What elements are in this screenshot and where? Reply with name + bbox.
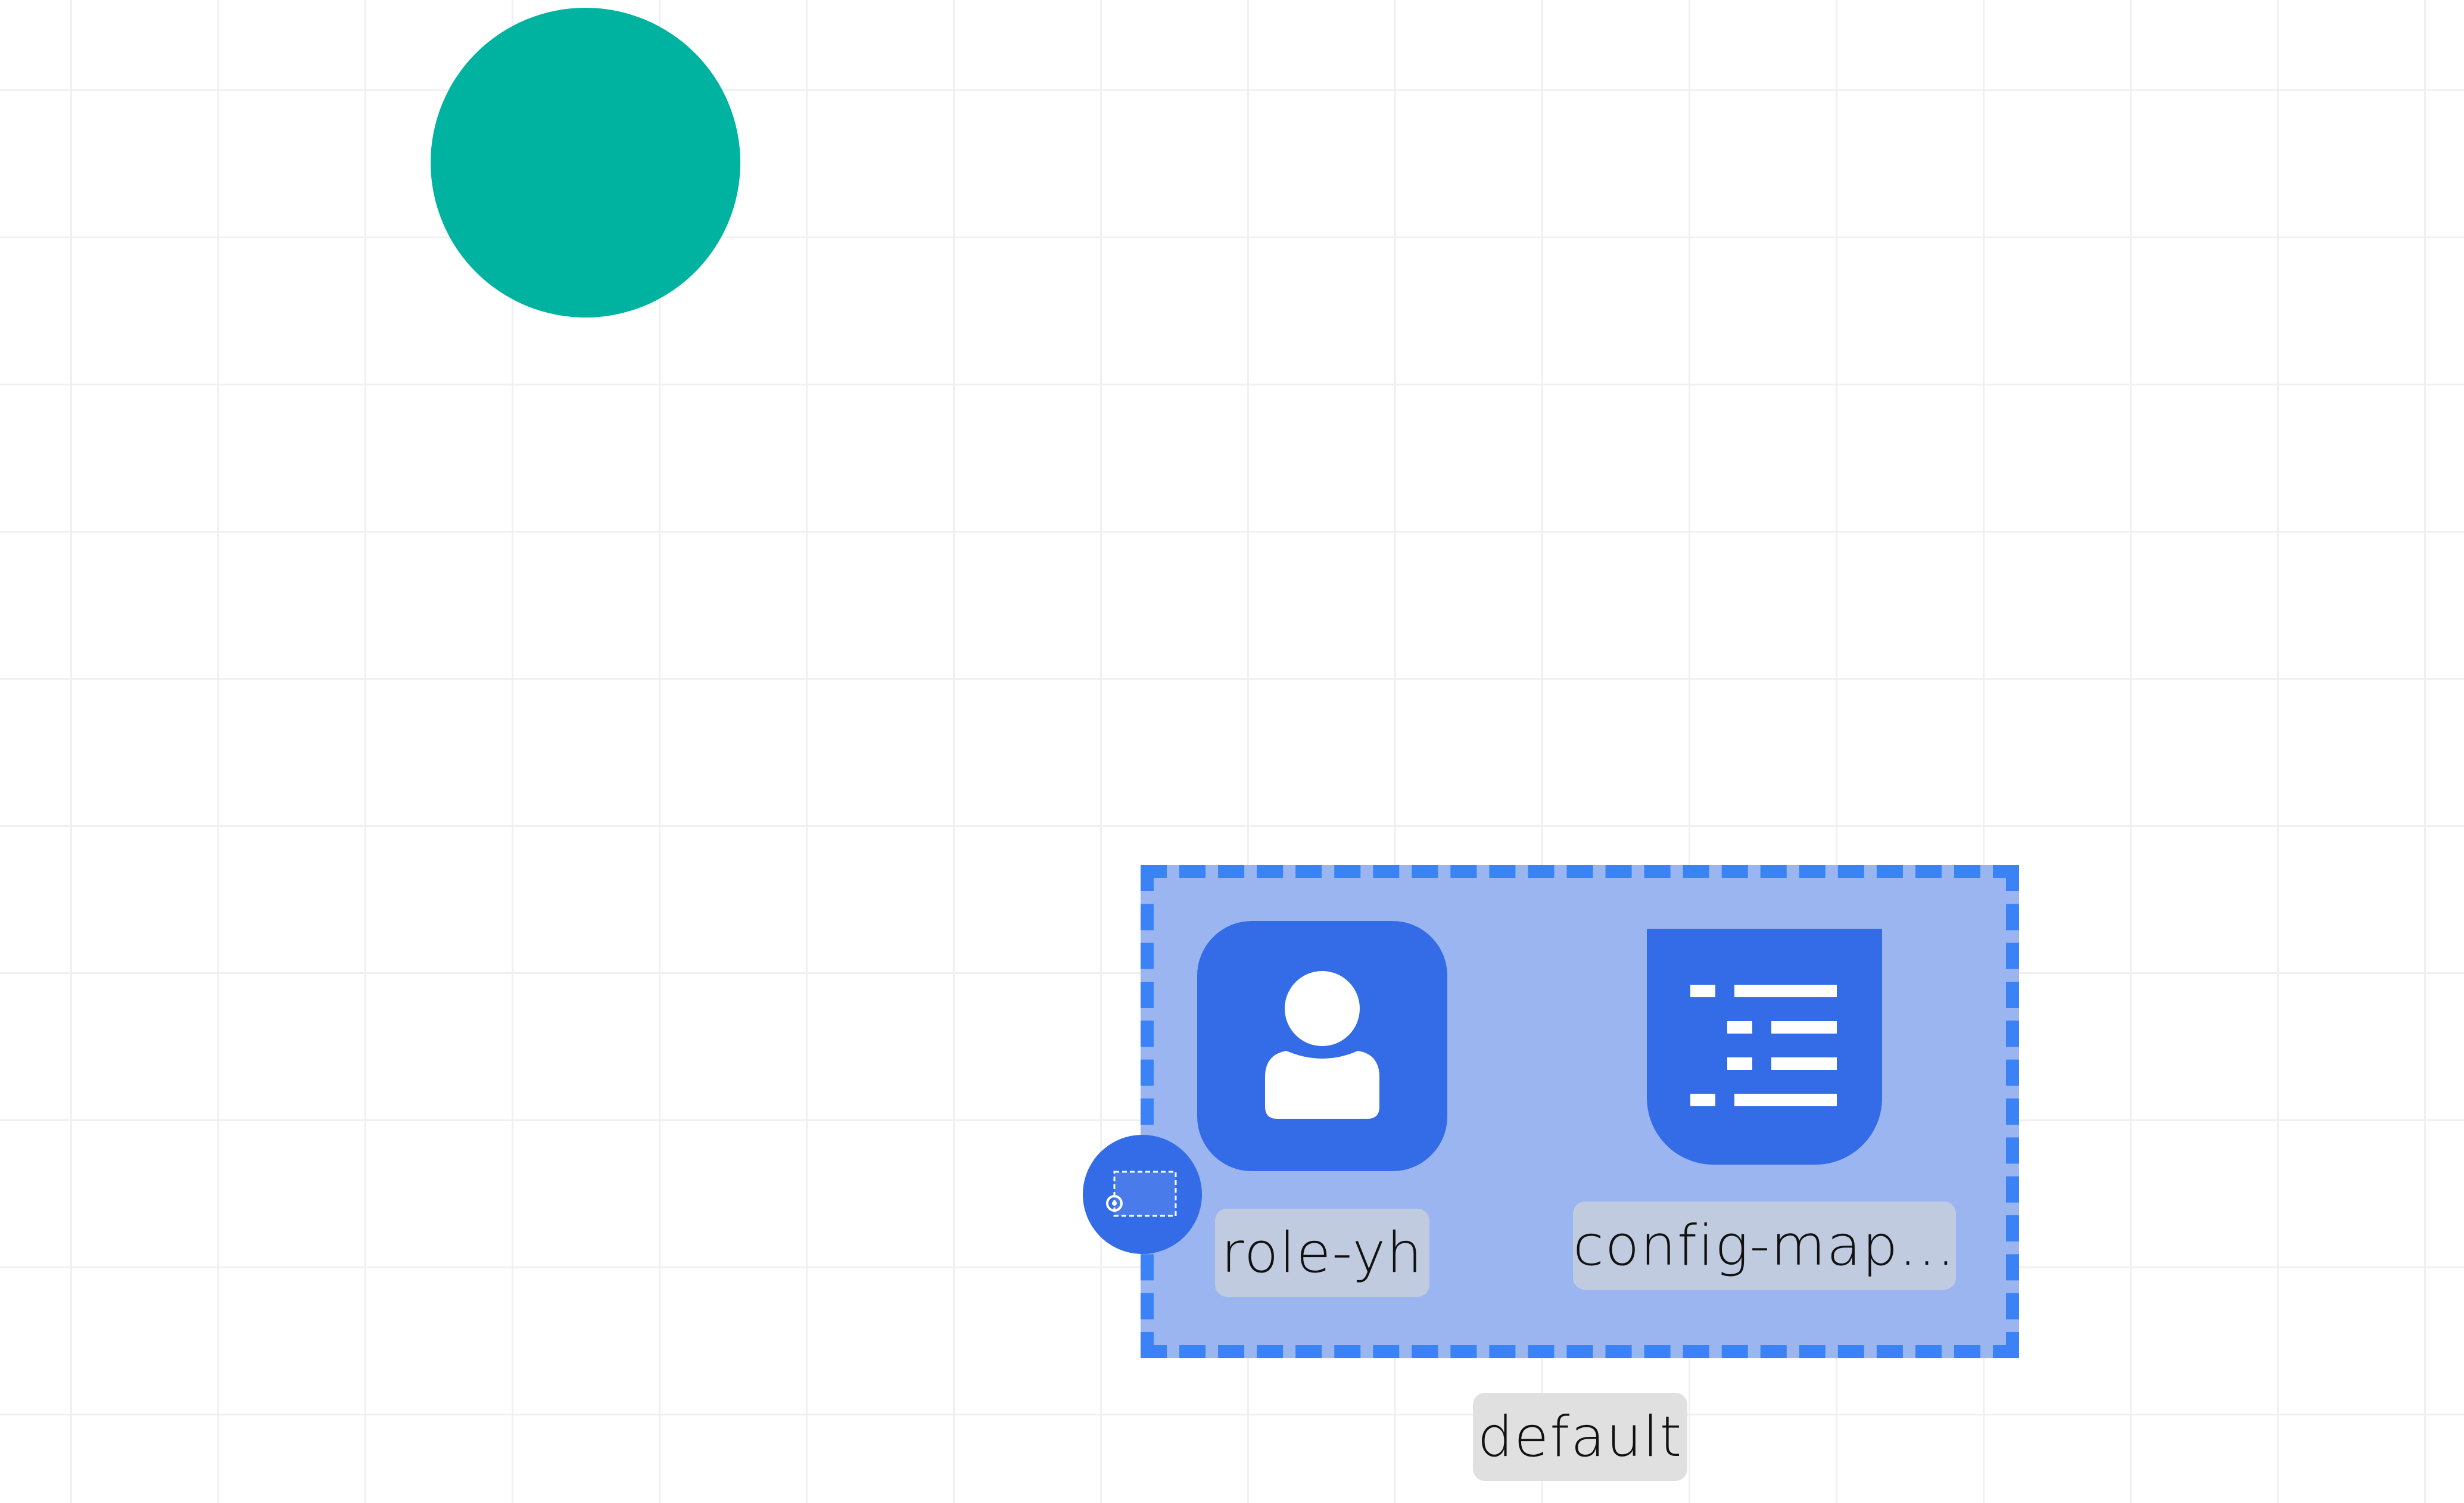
namespace-badge[interactable]: [1083, 1135, 1202, 1254]
role-node[interactable]: [1197, 921, 1447, 1171]
config-map-node-label: config-map...: [1573, 1202, 1956, 1290]
namespace-label: default: [1473, 1393, 1687, 1481]
namespace-icon: [1106, 1171, 1177, 1217]
teal-circle-node[interactable]: [431, 8, 740, 318]
config-map-icon: [1690, 985, 1837, 1106]
config-map-node[interactable]: [1647, 929, 1882, 1165]
user-icon: [1265, 971, 1379, 1119]
role-node-label: role-yh: [1215, 1209, 1429, 1297]
